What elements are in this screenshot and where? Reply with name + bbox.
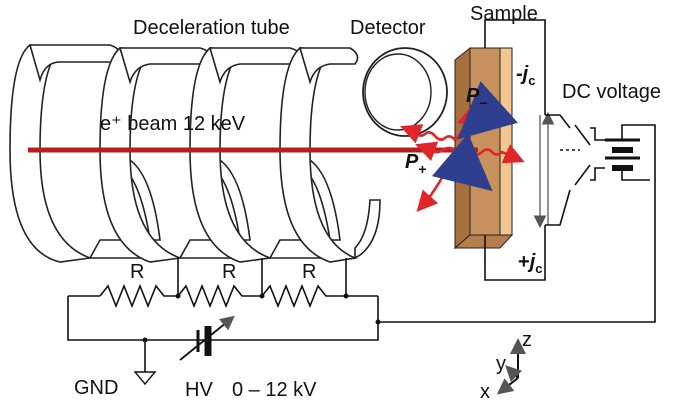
deceleration-tube [9, 44, 381, 263]
label-resistor-1: R [130, 261, 144, 283]
label-pos-jc: +jc [518, 251, 542, 276]
hv-source [179, 315, 235, 361]
tube-ring-4 [279, 47, 381, 263]
gnd-symbol [133, 337, 157, 386]
resistor-3 [261, 283, 378, 309]
axes [496, 338, 526, 395]
label-resistor-2: R [222, 261, 236, 283]
resistor-1 [99, 283, 178, 309]
label-p-plus: P+ [405, 151, 427, 177]
spin-arrows [431, 81, 518, 192]
label-hv: HV [185, 379, 213, 401]
label-axis-x: x [480, 381, 490, 403]
label-dc-voltage: DC voltage [562, 81, 661, 103]
label-axis-z: z [522, 329, 532, 351]
label-axis-y: y [496, 353, 506, 375]
spin-arrow-p-plus [431, 133, 493, 192]
detector [362, 47, 448, 137]
label-detector: Detector [350, 17, 426, 39]
label-sample: Sample [470, 3, 538, 25]
label-neg-jc: -jc [516, 63, 535, 88]
dc-battery [605, 138, 640, 171]
label-beam: e⁺ beam 12 keV [100, 113, 246, 135]
label-deceleration-tube: Deceleration tube [133, 17, 290, 39]
label-p-minus: P− [466, 85, 488, 111]
label-hv-range: 0 – 12 kV [232, 379, 317, 401]
spin-arrow-p-minus [457, 81, 518, 140]
current-arrows [533, 111, 555, 229]
label-gnd: GND [74, 377, 118, 399]
resistor-2 [177, 283, 262, 309]
label-resistor-3: R [302, 261, 316, 283]
circuit [67, 19, 656, 386]
